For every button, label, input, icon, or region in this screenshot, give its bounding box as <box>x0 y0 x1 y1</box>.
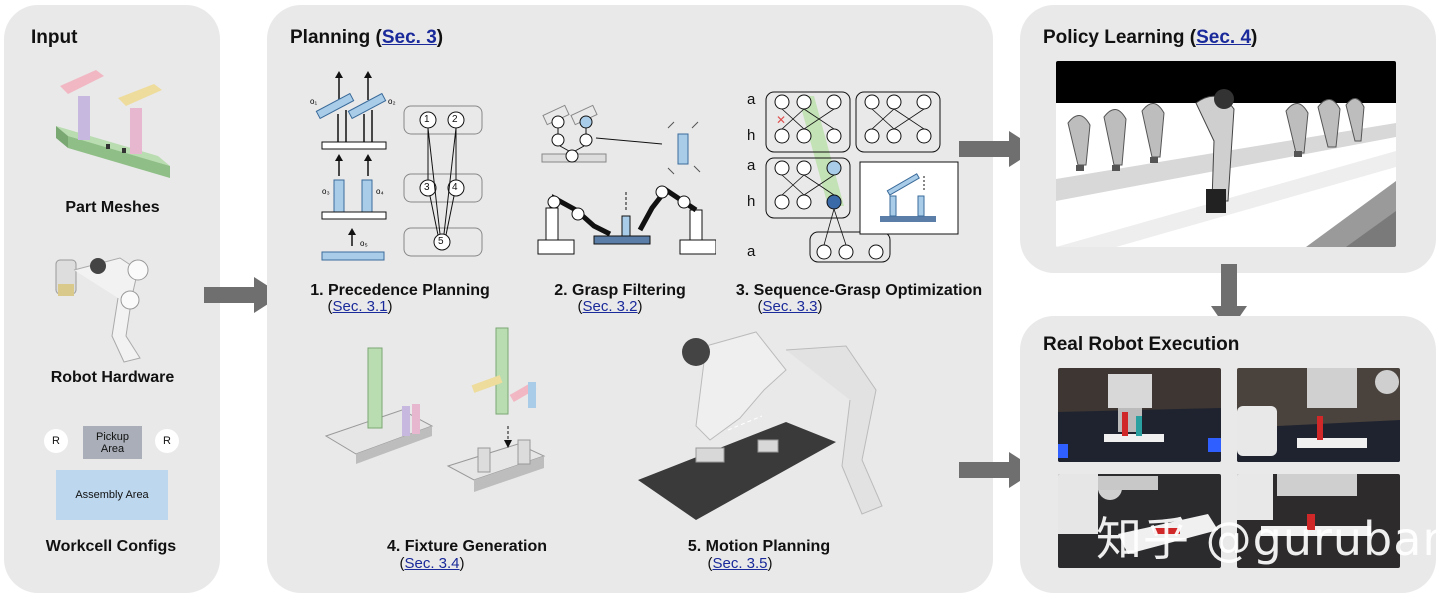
step-2-link[interactable]: Sec. 3.2 <box>582 298 638 315</box>
planning-section-link[interactable]: Sec. 3 <box>381 27 437 48</box>
step-3-link[interactable]: Sec. 3.3 <box>762 298 818 315</box>
svg-text:o₄: o₄ <box>376 187 384 196</box>
step-4-link[interactable]: Sec. 3.4 <box>404 555 460 572</box>
policy-section-link[interactable]: Sec. 4 <box>1196 27 1252 48</box>
seq-row-label-3: a <box>747 157 756 174</box>
input-title: Input <box>31 27 78 48</box>
step-1-link[interactable]: Sec. 3.1 <box>332 298 388 315</box>
simulation-image <box>1056 61 1396 247</box>
part-meshes-figure <box>56 70 170 178</box>
step-5-link[interactable]: Sec. 3.5 <box>712 555 768 572</box>
policy-title-text: Policy Learning <box>1043 27 1185 48</box>
sequence-grasp-figure: ✕ <box>765 91 959 263</box>
precedence-node-3: 3 <box>424 182 430 193</box>
pickup-area-label: Pickup Area <box>95 431 130 455</box>
robot-marker-right: R <box>155 429 179 453</box>
step-3-ref: (Sec. 3.3) <box>757 298 823 315</box>
seq-row-label-4: h <box>747 193 756 210</box>
real-title: Real Robot Execution <box>1043 334 1240 355</box>
assembly-area <box>56 470 168 520</box>
robot-hardware-label: Robot Hardware <box>50 369 175 386</box>
seq-row-label-1: a <box>747 91 756 108</box>
grasp-filtering-figure <box>537 104 716 255</box>
precedence-planning-figure: o₁ o₂ o₃ o₄ o₅ <box>310 71 483 261</box>
precedence-node-5: 5 <box>438 236 444 247</box>
step-1-label: 1. Precedence Planning <box>310 282 490 299</box>
seq-row-label-2: h <box>747 127 756 144</box>
planning-title: Planning (Sec. 3) <box>290 27 444 48</box>
real-photo-2 <box>1237 368 1400 462</box>
svg-text:o₃: o₃ <box>322 187 330 196</box>
assembly-area-label: Assembly Area <box>75 489 149 501</box>
real-photo-4 <box>1237 474 1400 568</box>
step-5-ref: (Sec. 3.5) <box>707 555 773 572</box>
part-meshes-label: Part Meshes <box>65 199 160 216</box>
step-4-label: 4. Fixture Generation <box>386 538 548 555</box>
fixture-generation-figure <box>324 327 546 492</box>
svg-text:o₅: o₅ <box>360 239 368 248</box>
step-2-label: 2. Grasp Filtering <box>554 282 686 299</box>
svg-text:✕: ✕ <box>776 113 786 127</box>
real-photo-3 <box>1058 474 1221 568</box>
precedence-node-1: 1 <box>424 114 430 125</box>
policy-title: Policy Learning (Sec. 4) <box>1043 27 1258 48</box>
robot-marker-left: R <box>44 429 68 453</box>
watermark: 知乎 @gurubar <box>1096 512 1440 566</box>
step-3-label: 3. Sequence-Grasp Optimization <box>735 282 983 299</box>
seq-row-label-5: a <box>747 243 756 260</box>
step-1-ref: (Sec. 3.1) <box>327 298 393 315</box>
planning-title-text: Planning <box>290 27 371 48</box>
robot-hardware-figure <box>55 257 149 363</box>
real-photo-1 <box>1058 368 1221 462</box>
step-5-label: 5. Motion Planning <box>687 538 831 555</box>
svg-text:o₁: o₁ <box>310 97 317 106</box>
step-2-ref: (Sec. 3.2) <box>577 298 643 315</box>
workcell-configs-label: Workcell Configs <box>45 538 177 555</box>
pickup-area <box>83 426 142 459</box>
svg-text:o₂: o₂ <box>388 97 396 106</box>
motion-planning-figure <box>638 331 883 520</box>
step-4-ref: (Sec. 3.4) <box>399 555 465 572</box>
precedence-node-4: 4 <box>452 182 458 193</box>
precedence-node-2: 2 <box>452 114 458 125</box>
